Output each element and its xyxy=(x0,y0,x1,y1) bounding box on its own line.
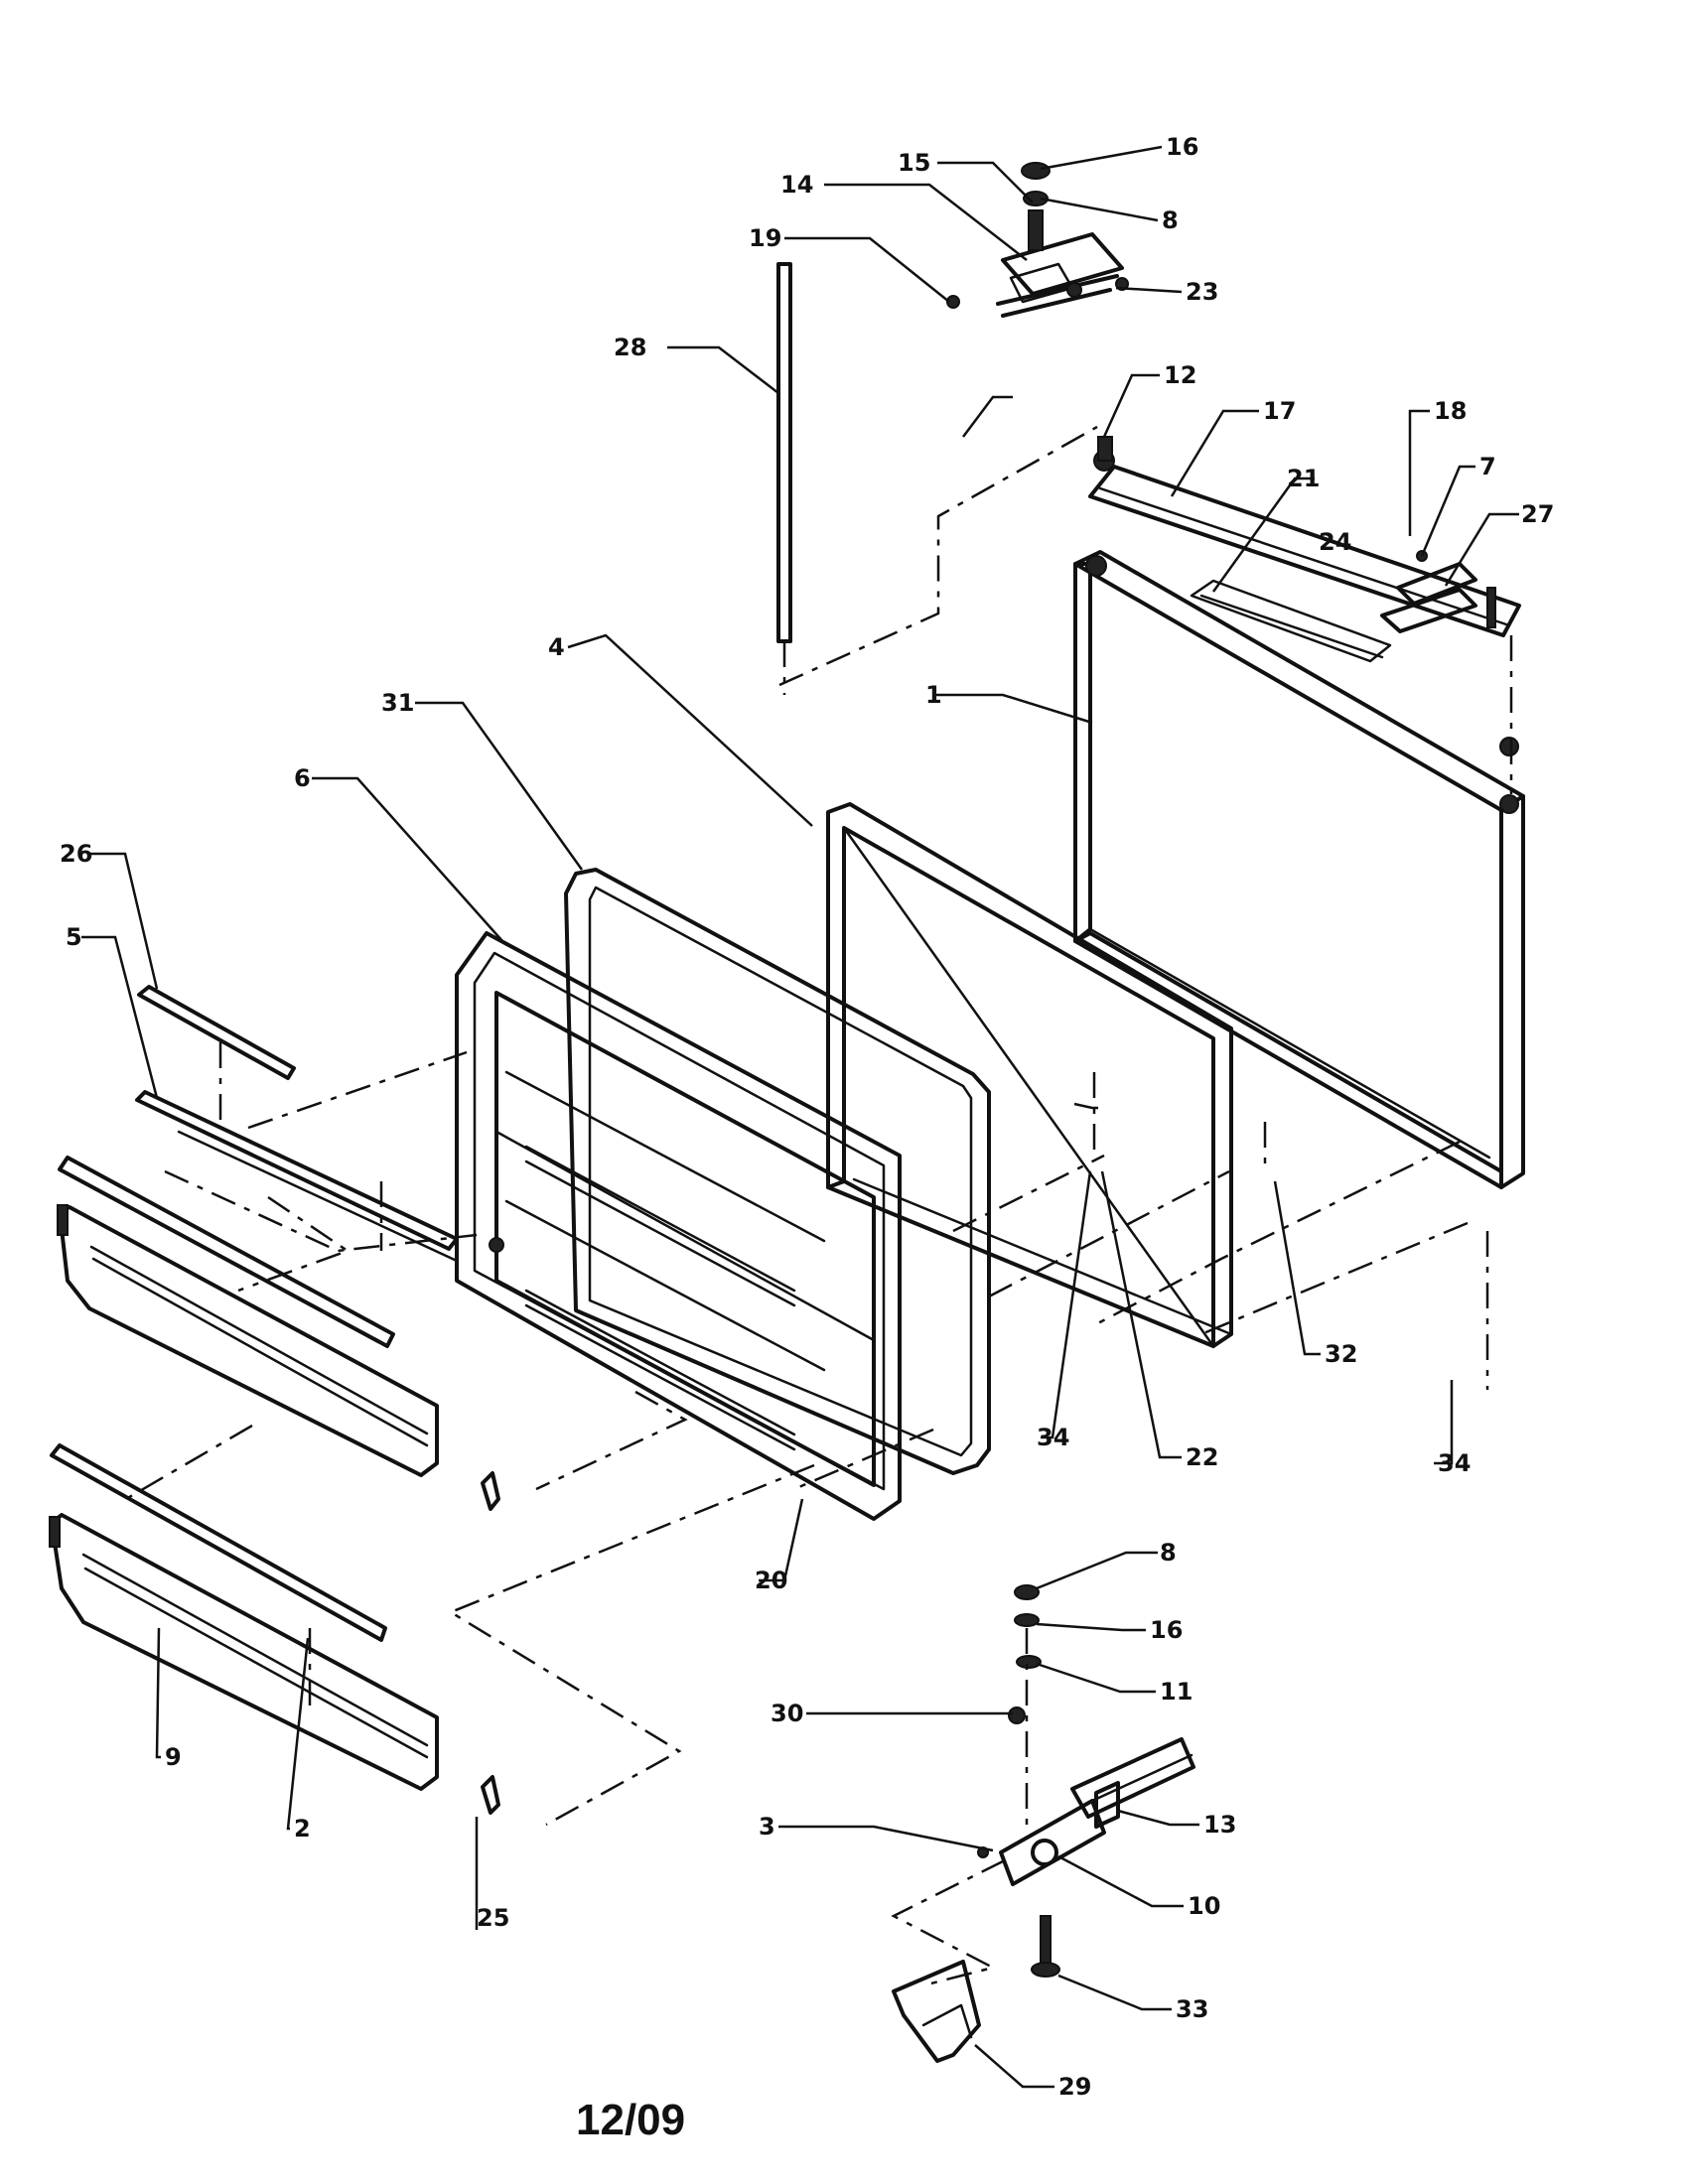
callout-16-bottom: 16 xyxy=(1150,1616,1183,1644)
callout-10: 10 xyxy=(1188,1892,1220,1920)
callout-26: 26 xyxy=(60,840,92,868)
leader-lines xyxy=(81,145,1519,2089)
callout-8-bottom: 8 xyxy=(1160,1539,1177,1567)
door-bin-upper xyxy=(57,1156,500,1511)
callout-33: 33 xyxy=(1176,1995,1208,2023)
door-gasket-part-4 xyxy=(826,802,1233,1348)
callout-4: 4 xyxy=(548,633,565,661)
callout-5: 5 xyxy=(66,923,82,951)
door-bin-lower xyxy=(49,1443,500,1815)
callout-17: 17 xyxy=(1263,397,1296,425)
callout-24: 24 xyxy=(1319,528,1351,556)
callout-15: 15 xyxy=(898,149,930,177)
callout-1: 1 xyxy=(925,681,942,709)
callout-13: 13 xyxy=(1203,1811,1236,1839)
callout-20: 20 xyxy=(755,1567,787,1594)
callout-29: 29 xyxy=(1058,2073,1091,2101)
door-liner-part-31 xyxy=(564,868,991,1475)
door-alignment-lines xyxy=(118,1050,1489,1827)
door-shelf-ribs xyxy=(524,1145,796,1451)
top-rail-assembly xyxy=(1088,436,1521,663)
callout-27: 27 xyxy=(1521,500,1554,528)
callout-21: 21 xyxy=(1287,465,1320,492)
callout-30: 30 xyxy=(771,1700,803,1727)
callout-16-top: 16 xyxy=(1166,133,1198,161)
callout-3: 3 xyxy=(759,1813,775,1841)
callout-19: 19 xyxy=(749,224,781,252)
callout-2: 2 xyxy=(294,1815,311,1843)
callout-34-right: 34 xyxy=(1438,1449,1471,1477)
date-code: 12/09 xyxy=(576,2096,685,2144)
callout-18: 18 xyxy=(1434,397,1467,425)
bar-part-26 xyxy=(137,985,296,1122)
callout-9: 9 xyxy=(165,1743,182,1771)
rod-alignment-line xyxy=(778,425,1098,687)
callout-8-top: 8 xyxy=(1162,206,1179,234)
callout-labels: 16 8 15 14 19 23 28 12 17 18 21 7 27 24 … xyxy=(60,133,1554,2101)
callout-31: 31 xyxy=(381,689,414,717)
bracket-parts-7-27 xyxy=(1380,550,1496,633)
callout-6: 6 xyxy=(294,764,311,792)
callout-22: 22 xyxy=(1186,1443,1218,1471)
callout-7: 7 xyxy=(1479,453,1496,480)
trim-part-5 xyxy=(135,1090,459,1263)
callout-32: 32 xyxy=(1325,1340,1357,1368)
cabinet-frame-part-1 xyxy=(1073,550,1525,1189)
bottom-hinge-assembly xyxy=(891,1584,1195,2063)
rod-part-28 xyxy=(776,262,792,695)
callout-25: 25 xyxy=(477,1904,509,1932)
callout-14: 14 xyxy=(780,171,813,199)
callout-28: 28 xyxy=(614,334,646,361)
top-hinge-assembly xyxy=(946,162,1129,318)
callout-12: 12 xyxy=(1164,361,1196,389)
callout-11: 11 xyxy=(1160,1678,1193,1706)
callout-23: 23 xyxy=(1186,278,1218,306)
door-frame-part-6 xyxy=(455,931,902,1521)
callout-34-center: 34 xyxy=(1037,1424,1069,1451)
